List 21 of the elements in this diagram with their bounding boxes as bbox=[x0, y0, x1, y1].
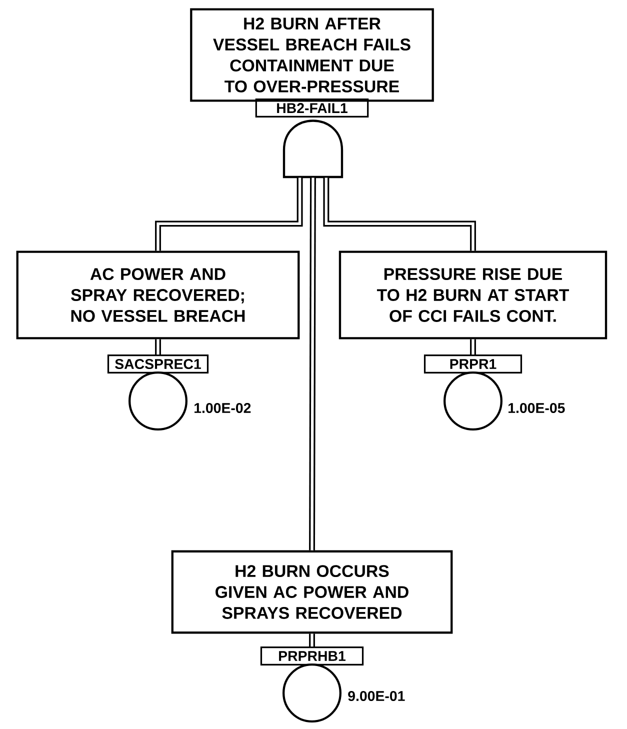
event-circle bbox=[444, 372, 502, 430]
event-box: PRESSURE RISE DUE TO H2 BURN AT START OF CCI FAILS CONT. bbox=[338, 250, 608, 340]
connector-line bbox=[309, 178, 316, 550]
event-circle bbox=[282, 664, 342, 722]
event-circle bbox=[128, 372, 188, 430]
event-box: H2 BURN AFTER VESSEL BREACH FAILS CONTAINMENT DUE TO OVER-PRESSURE bbox=[190, 8, 434, 102]
connector-line bbox=[309, 634, 315, 647]
and-gate bbox=[282, 120, 344, 178]
probability-value: 9.00E-01 bbox=[348, 691, 405, 702]
identifier-tag: PRPRHB1 bbox=[260, 646, 364, 666]
connector-line bbox=[155, 178, 303, 251]
identifier-tag: SACSPREC1 bbox=[107, 354, 209, 374]
event-box: H2 BURN OCCURS GIVEN AC POWER AND SPRAYS RECOVERED bbox=[171, 550, 453, 634]
probability-value: 1.00E-05 bbox=[508, 403, 565, 414]
connector-line bbox=[323, 178, 476, 251]
connector-line bbox=[155, 339, 161, 355]
event-box: AC POWER AND SPRAY RECOVERED; NO VESSEL BREACH bbox=[16, 250, 300, 340]
connector-line bbox=[470, 339, 476, 355]
identifier-tag: HB2-FAIL1 bbox=[255, 98, 369, 118]
probability-value: 1.00E-02 bbox=[194, 403, 251, 414]
identifier-tag: PRPR1 bbox=[424, 354, 522, 374]
